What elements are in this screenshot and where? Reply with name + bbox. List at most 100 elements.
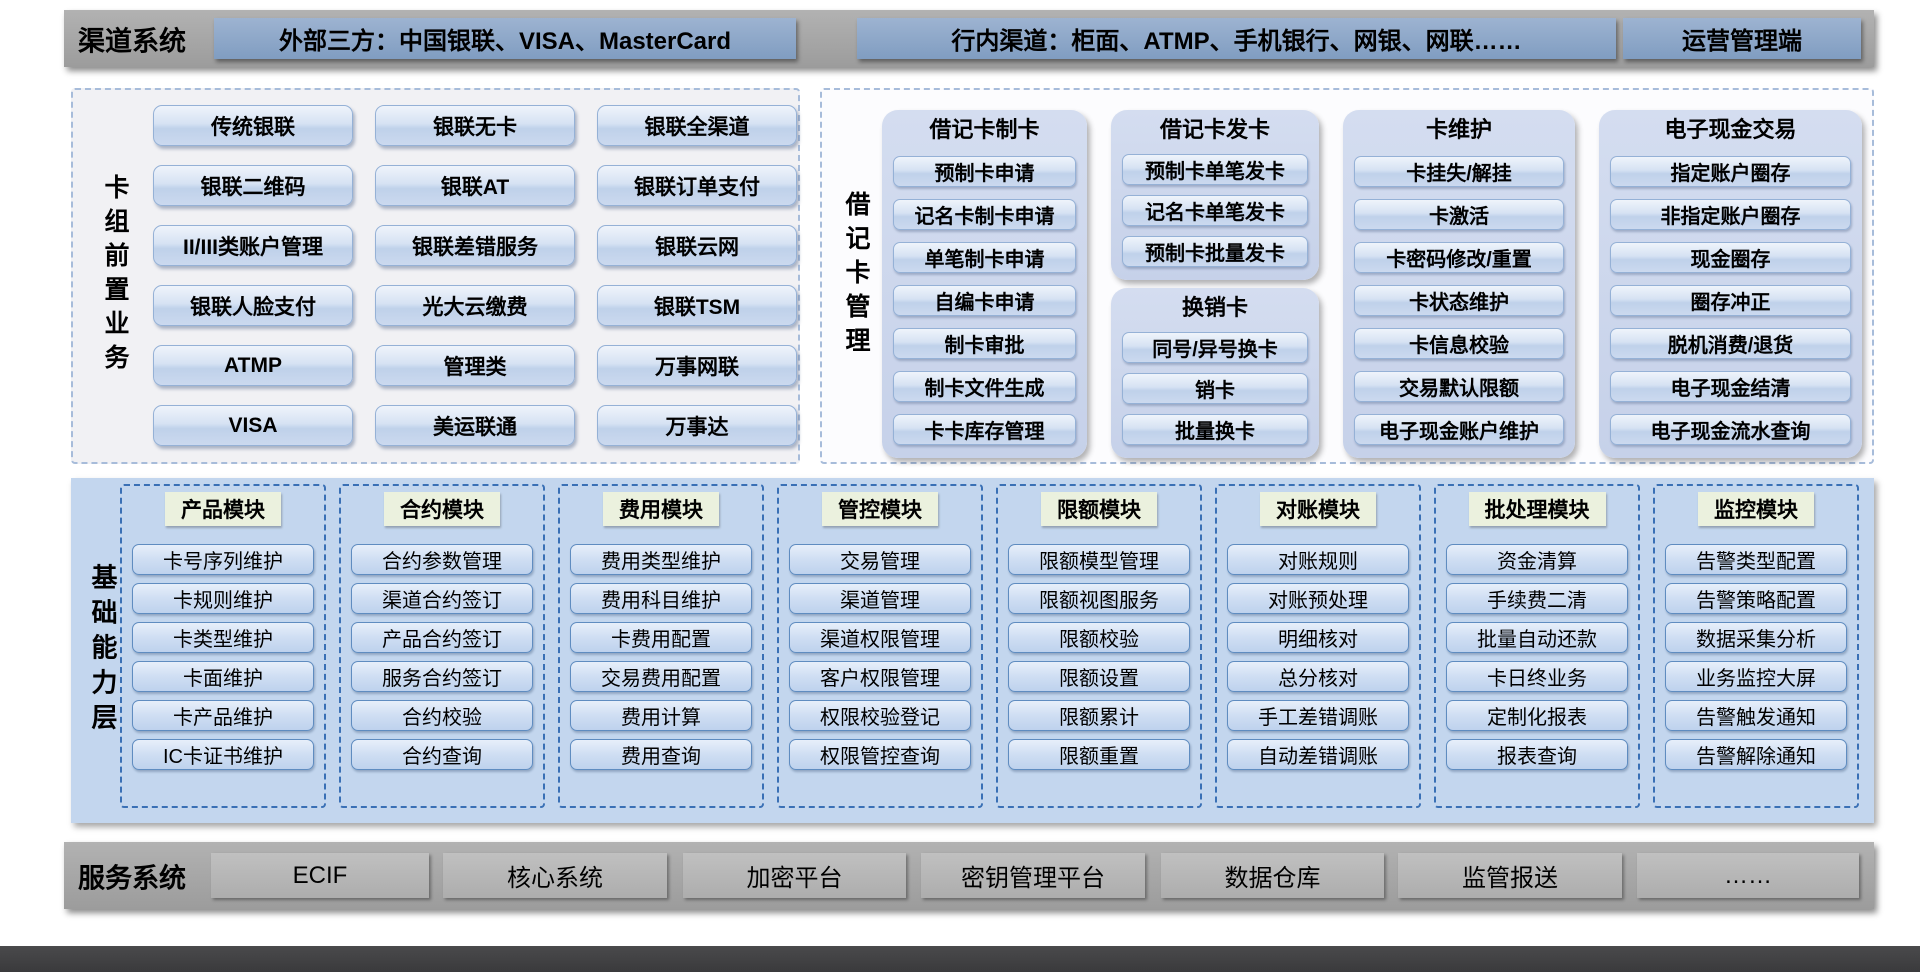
module-monitor: 监控模块 告警类型配置 告警策略配置 数据采集分析 业务监控大屏 告警触发通知 … xyxy=(1653,484,1859,808)
debit-group-column: 借记卡发卡 预制卡单笔发卡 记名卡单笔发卡 预制卡批量发卡 换销卡 同号/异号换… xyxy=(1111,110,1319,458)
debit-item: 预制卡批量发卡 xyxy=(1122,236,1308,267)
module-item: 限额设置 xyxy=(1008,661,1190,692)
module-item: 渠道管理 xyxy=(789,583,971,614)
card-front-grid: 传统银联 银联无卡 银联全渠道 银联二维码 银联AT 银联订单支付 II/III… xyxy=(153,105,797,446)
card-front-item: 银联无卡 xyxy=(375,105,575,146)
card-front-item: 光大云缴费 xyxy=(375,285,575,326)
module-item: 费用科目维护 xyxy=(570,583,752,614)
card-front-item: VISA xyxy=(153,405,353,446)
module-batch: 批处理模块 资金清算 手续费二清 批量自动还款 卡日终业务 定制化报表 报表查询 xyxy=(1434,484,1640,808)
module-item: 产品合约签订 xyxy=(351,622,533,653)
module-title: 管控模块 xyxy=(822,492,938,526)
module-reconciliation: 对账模块 对账规则 对账预处理 明细核对 总分核对 手工差错调账 自动差错调账 xyxy=(1215,484,1421,808)
module-title: 对账模块 xyxy=(1260,492,1376,526)
module-item: 手续费二清 xyxy=(1446,583,1628,614)
module-item: 费用查询 xyxy=(570,739,752,770)
card-front-item: 银联订单支付 xyxy=(597,165,797,206)
module-title: 监控模块 xyxy=(1698,492,1814,526)
module-item: 定制化报表 xyxy=(1446,700,1628,731)
module-item: 合约查询 xyxy=(351,739,533,770)
module-contract: 合约模块 合约参数管理 渠道合约签订 产品合约签订 服务合约签订 合约校验 合约… xyxy=(339,484,545,808)
card-front-item: 传统银联 xyxy=(153,105,353,146)
module-title: 批处理模块 xyxy=(1468,492,1606,526)
debit-item: 制卡文件生成 xyxy=(893,371,1076,402)
module-item: 服务合约签订 xyxy=(351,661,533,692)
debit-item: 指定账户圈存 xyxy=(1610,156,1851,187)
module-item: 报表查询 xyxy=(1446,739,1628,770)
card-front-item: 万事达 xyxy=(597,405,797,446)
debit-group-card-making: 借记卡制卡 预制卡申请 记名卡制卡申请 单笔制卡申请 自编卡申请 制卡审批 制卡… xyxy=(882,110,1087,458)
card-front-item: 美运联通 xyxy=(375,405,575,446)
debit-item: 卡密码修改/重置 xyxy=(1354,242,1564,273)
module-item: 告警策略配置 xyxy=(1665,583,1847,614)
module-limit: 限额模块 限额模型管理 限额视图服务 限额校验 限额设置 限额累计 限额重置 xyxy=(996,484,1202,808)
module-item: 限额模型管理 xyxy=(1008,544,1190,575)
module-item: 明细核对 xyxy=(1227,622,1409,653)
channel-system-bar: 渠道系统 外部三方：中国银联、VISA、MasterCard 行内渠道：柜面、A… xyxy=(64,10,1874,67)
debit-group-ecash: 电子现金交易 指定账户圈存 非指定账户圈存 现金圈存 圈存冲正 脱机消费/退货 … xyxy=(1599,110,1862,458)
service-box-core: 核心系统 xyxy=(443,853,667,898)
module-fee: 费用模块 费用类型维护 费用科目维护 卡费用配置 交易费用配置 费用计算 费用查… xyxy=(558,484,764,808)
service-box-key-management: 密钥管理平台 xyxy=(921,853,1145,898)
card-front-item: 银联二维码 xyxy=(153,165,353,206)
module-control: 管控模块 交易管理 渠道管理 渠道权限管理 客户权限管理 权限校验登记 权限管控… xyxy=(777,484,983,808)
module-item: 客户权限管理 xyxy=(789,661,971,692)
card-front-item: 银联人脸支付 xyxy=(153,285,353,326)
module-item: 卡号序列维护 xyxy=(132,544,314,575)
debit-item: 脱机消费/退货 xyxy=(1610,328,1851,359)
debit-item: 交易默认限额 xyxy=(1354,371,1564,402)
module-item: 卡面维护 xyxy=(132,661,314,692)
module-product: 产品模块 卡号序列维护 卡规则维护 卡类型维护 卡面维护 卡产品维护 IC卡证书… xyxy=(120,484,326,808)
debit-item: 制卡审批 xyxy=(893,328,1076,359)
debit-card-label: 借记卡管理 xyxy=(842,191,870,361)
module-item: 限额重置 xyxy=(1008,739,1190,770)
debit-item: 卡状态维护 xyxy=(1354,285,1564,316)
debit-card-panel: 借记卡管理 借记卡制卡 预制卡申请 记名卡制卡申请 单笔制卡申请 自编卡申请 制… xyxy=(820,88,1874,464)
module-item: 资金清算 xyxy=(1446,544,1628,575)
module-title: 限额模块 xyxy=(1041,492,1157,526)
base-layer-modules: 产品模块 卡号序列维护 卡规则维护 卡类型维护 卡面维护 卡产品维护 IC卡证书… xyxy=(120,484,1859,808)
module-item: 卡日终业务 xyxy=(1446,661,1628,692)
card-front-item: 管理类 xyxy=(375,345,575,386)
module-item: 限额累计 xyxy=(1008,700,1190,731)
module-item: 合约校验 xyxy=(351,700,533,731)
module-item: 限额视图服务 xyxy=(1008,583,1190,614)
base-layer-label: 基础能力层 xyxy=(88,563,118,738)
module-item: 告警触发通知 xyxy=(1665,700,1847,731)
module-item: 权限管控查询 xyxy=(789,739,971,770)
card-front-item: II/III类账户管理 xyxy=(153,225,353,266)
debit-item: 预制卡申请 xyxy=(893,156,1076,187)
debit-item: 卡信息校验 xyxy=(1354,328,1564,359)
debit-item: 记名卡单笔发卡 xyxy=(1122,195,1308,226)
card-front-panel: 卡组前置业务 传统银联 银联无卡 银联全渠道 银联二维码 银联AT 银联订单支付… xyxy=(71,88,800,464)
service-box-regulatory: 监管报送 xyxy=(1398,853,1622,898)
debit-group-card-replace: 换销卡 同号/异号换卡 销卡 批量换卡 xyxy=(1111,288,1319,458)
debit-item: 单笔制卡申请 xyxy=(893,242,1076,273)
debit-item: 销卡 xyxy=(1122,373,1308,404)
module-item: 告警类型配置 xyxy=(1665,544,1847,575)
group-title: 借记卡发卡 xyxy=(1159,117,1270,142)
debit-item: 圈存冲正 xyxy=(1610,285,1851,316)
module-item: 交易管理 xyxy=(789,544,971,575)
module-item: 总分核对 xyxy=(1227,661,1409,692)
debit-group-card-maintenance: 卡维护 卡挂失/解挂 卡激活 卡密码修改/重置 卡状态维护 卡信息校验 交易默认… xyxy=(1343,110,1575,458)
module-item: 自动差错调账 xyxy=(1227,739,1409,770)
service-system-bar: 服务系统 ECIF 核心系统 加密平台 密钥管理平台 数据仓库 监管报送 …… xyxy=(64,842,1874,909)
channel-system-label: 渠道系统 xyxy=(78,26,186,56)
debit-item: 电子现金账户维护 xyxy=(1354,414,1564,445)
debit-item: 现金圈存 xyxy=(1610,242,1851,273)
module-title: 产品模块 xyxy=(165,492,281,526)
module-title: 合约模块 xyxy=(384,492,500,526)
debit-item: 卡卡库存管理 xyxy=(893,414,1076,445)
card-front-item: 银联TSM xyxy=(597,285,797,326)
module-item: 权限校验登记 xyxy=(789,700,971,731)
group-title: 电子现金交易 xyxy=(1664,117,1797,142)
debit-item: 非指定账户圈存 xyxy=(1610,199,1851,230)
debit-item: 自编卡申请 xyxy=(893,285,1076,316)
card-front-item: 银联全渠道 xyxy=(597,105,797,146)
module-item: 卡产品维护 xyxy=(132,700,314,731)
debit-item: 卡挂失/解挂 xyxy=(1354,156,1564,187)
debit-item: 预制卡单笔发卡 xyxy=(1122,154,1308,185)
module-item: 渠道合约签订 xyxy=(351,583,533,614)
